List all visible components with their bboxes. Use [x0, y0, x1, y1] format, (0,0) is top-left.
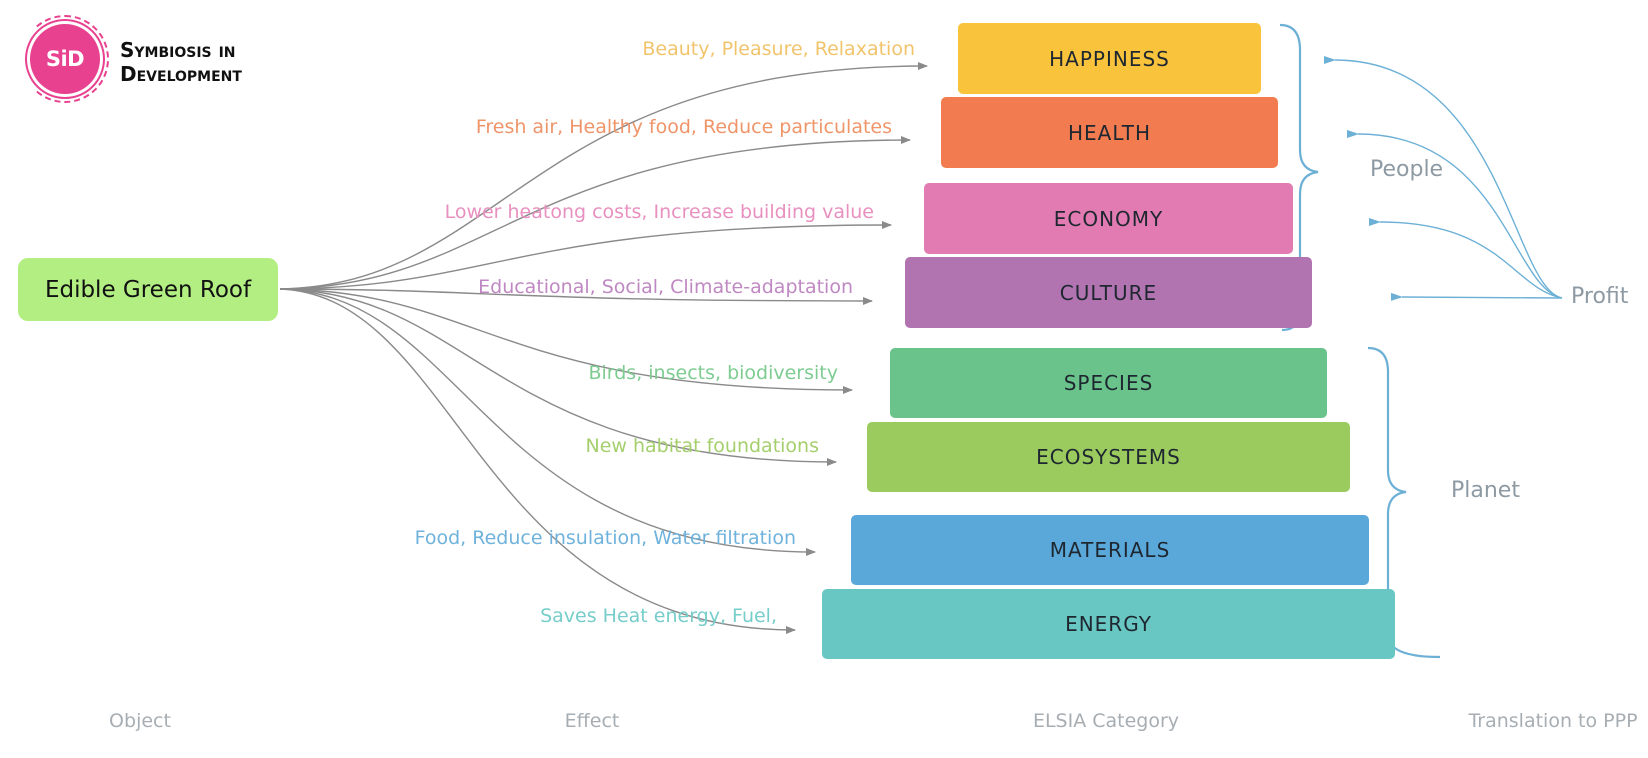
column-label-effect: Effect: [564, 710, 620, 732]
effect-arrow-ecosystems: [279, 288, 837, 466]
effect-arrow-health: [279, 136, 911, 290]
ppp-label-profit: Profit: [1571, 284, 1629, 309]
profit-arrow-1: [1323, 55, 1563, 299]
effect-label-health: Fresh air, Healthy food, Reduce particul…: [475, 116, 892, 138]
effect-arrow-economy: [279, 221, 892, 290]
logo-mark: SiD: [30, 24, 100, 94]
category-happiness: HAPPINESS: [958, 23, 1261, 94]
profit-arrow-2: [1346, 129, 1563, 299]
category-economy: ECONOMY: [924, 183, 1293, 254]
logo-swirl-icon: [21, 15, 109, 103]
category-health: HEALTH: [941, 97, 1278, 168]
effect-arrow-energy: [279, 288, 796, 634]
effect-arrow-species: [279, 288, 853, 394]
effect-label-energy: Saves Heat energy, Fuel,: [540, 605, 777, 627]
sid-logo: SiD Symbiosis in Development: [20, 14, 290, 109]
object-box: Edible Green Roof: [18, 258, 278, 321]
effect-arrow-materials: [279, 288, 816, 556]
column-label-object: Object: [109, 710, 171, 732]
profit-arrow-3: [1368, 217, 1563, 299]
category-species: SPECIES: [890, 348, 1327, 418]
profit-arrow-group: [1323, 55, 1563, 301]
effect-label-culture: Educational, Social, Climate-adaptation: [478, 276, 853, 298]
effect-label-materials: Food, Reduce insulation, Water filtratio…: [414, 527, 796, 549]
effect-arrow-happiness: [279, 62, 928, 290]
category-materials: MATERIALS: [851, 515, 1369, 585]
ppp-label-planet: Planet: [1451, 478, 1520, 503]
category-energy: ENERGY: [822, 589, 1395, 659]
effect-arrow-culture: [279, 288, 873, 305]
logo-text-line-1: Symbiosis in: [120, 38, 236, 62]
ppp-label-people: People: [1370, 157, 1444, 182]
column-label-translation: Translation to PPP: [1468, 710, 1638, 732]
profit-arrow-4: [1390, 292, 1563, 301]
logo-text-line-2: Development: [120, 62, 242, 86]
category-ecosystems: ECOSYSTEMS: [867, 422, 1350, 492]
effect-label-species: Birds, insects, biodiversity: [588, 362, 838, 384]
effect-label-happiness: Beauty, Pleasure, Relaxation: [642, 38, 915, 60]
effect-arrow-group: [279, 62, 928, 634]
effect-label-ecosystems: New habitat foundations: [585, 435, 819, 457]
category-culture: CULTURE: [905, 257, 1312, 328]
column-label-category: ELSIA Category: [1032, 710, 1180, 732]
effect-label-economy: Lower heatong costs, Increase building v…: [444, 201, 874, 223]
